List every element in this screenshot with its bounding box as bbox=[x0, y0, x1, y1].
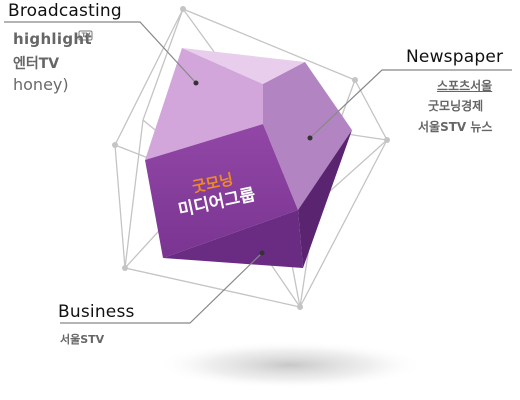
highlight-text: highlight bbox=[13, 30, 92, 48]
newspaper-item-sports-seoul: 스포츠서울 bbox=[437, 79, 493, 93]
cube-face-top-right bbox=[182, 48, 305, 84]
callout-lines bbox=[4, 21, 512, 324]
broadcasting-item-honey: honey) bbox=[13, 75, 69, 94]
newspaper-item-goodmorning-economy: 굿모닝경제 bbox=[428, 99, 484, 113]
cube-face-side bbox=[298, 130, 352, 268]
cube-face-top-left bbox=[145, 48, 263, 160]
highlight-tv-text: TV bbox=[81, 32, 91, 39]
wireframe-nodes bbox=[112, 6, 390, 310]
business-item-seoul-stv: 서울STV bbox=[60, 333, 105, 346]
highlight-tv-badge bbox=[78, 30, 93, 41]
broadcasting-title: Broadcasting bbox=[8, 1, 122, 21]
newspaper-title: Newspaper bbox=[406, 47, 504, 67]
cube-face-bottom bbox=[163, 210, 303, 268]
business-title: Business bbox=[58, 302, 135, 322]
cube bbox=[145, 48, 352, 268]
newspaper-item-seoul-stv-news: 서울STV 뉴스 bbox=[418, 120, 493, 134]
cube-face-front bbox=[145, 124, 298, 258]
broadcasting-item-highlight: highlight bbox=[13, 30, 92, 48]
cube-face-right bbox=[263, 62, 352, 210]
broadcasting-item-enter: 엔터TV bbox=[13, 56, 60, 72]
callout-dots bbox=[193, 80, 313, 256]
floor-shadow bbox=[155, 341, 425, 389]
